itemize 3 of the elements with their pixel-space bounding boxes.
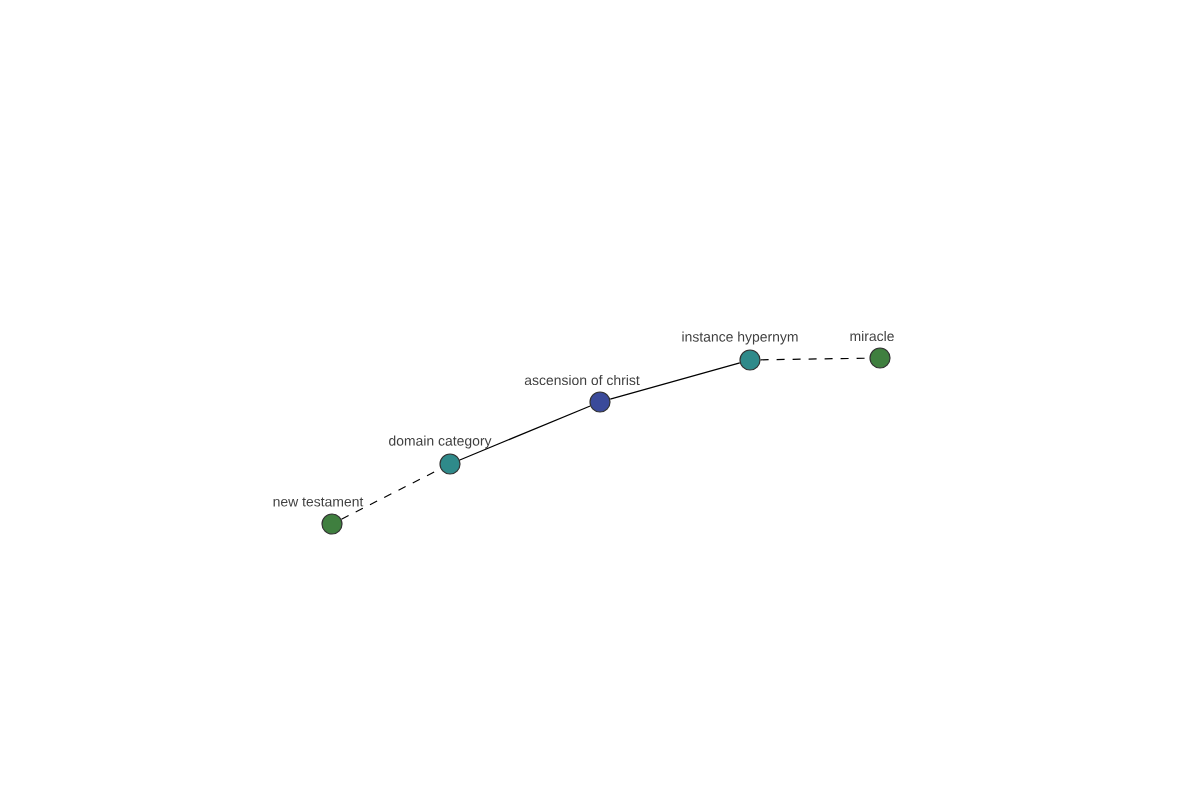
- connector-line: [459, 405, 591, 461]
- connector-line: [609, 362, 741, 400]
- connector-line: [760, 357, 870, 361]
